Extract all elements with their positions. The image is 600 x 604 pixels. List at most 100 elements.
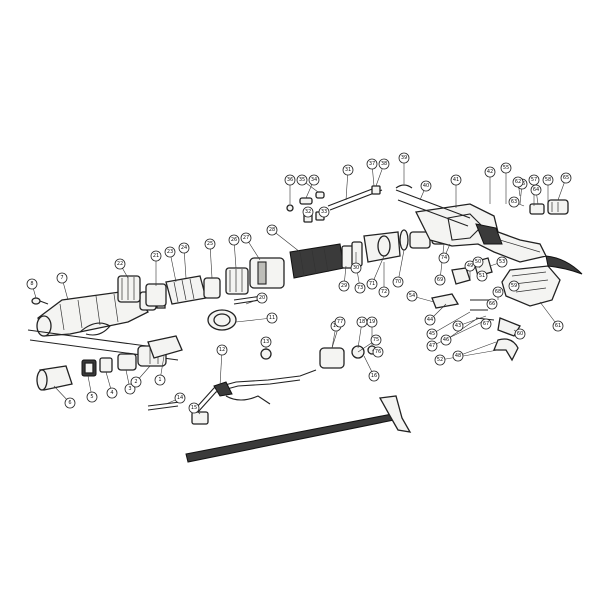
callout-27: 27 xyxy=(240,232,252,244)
washer-part-71 xyxy=(399,229,409,251)
callout-circle xyxy=(56,272,68,284)
callout-20: 20 xyxy=(256,292,268,304)
callout-circle xyxy=(114,258,126,270)
callout-55: 55 xyxy=(500,162,512,174)
callout-number: 24 xyxy=(181,245,187,251)
callout-number: 39 xyxy=(401,155,407,161)
callout-number: 47 xyxy=(429,343,435,349)
screw-part-34 xyxy=(299,197,313,205)
callout-circle xyxy=(216,344,228,356)
callout-circle xyxy=(318,206,330,218)
wire-clip xyxy=(79,322,111,336)
callout-circle xyxy=(164,246,176,258)
callout-circle xyxy=(452,320,464,332)
callout-36: 36 xyxy=(284,174,296,186)
gear-part-26 xyxy=(225,267,249,295)
callout-circle xyxy=(240,232,252,244)
callout-23: 23 xyxy=(164,246,176,258)
callout-54: 54 xyxy=(406,290,418,302)
callout-circle xyxy=(508,280,520,292)
callout-18: 18 xyxy=(356,316,368,328)
callout-circle xyxy=(284,174,296,186)
trigger-curve-part-62 xyxy=(545,255,583,275)
callout-45: 45 xyxy=(426,328,438,340)
pin-part-8 xyxy=(31,297,49,305)
callout-73: 73 xyxy=(354,282,366,294)
callout-57: 57 xyxy=(528,174,540,186)
callout-75: 75 xyxy=(370,334,382,346)
valve-body-part-22 xyxy=(117,275,141,303)
callout-74: 74 xyxy=(438,252,450,264)
callout-number: 14 xyxy=(177,395,183,401)
callout-circle xyxy=(368,370,380,382)
leader-line-70 xyxy=(397,249,405,283)
callout-12: 12 xyxy=(216,344,228,356)
housing-part-72 xyxy=(363,231,401,263)
callout-34: 34 xyxy=(308,174,320,186)
callout-number: 16 xyxy=(371,373,377,379)
trigger-part-43 xyxy=(493,338,519,362)
callout-circle xyxy=(266,312,278,324)
callout-circle xyxy=(26,278,38,290)
callout-4: 4 xyxy=(106,387,118,399)
callout-14: 14 xyxy=(174,392,186,404)
cylinder-part-77 xyxy=(319,347,345,369)
callout-77: 77 xyxy=(334,316,346,328)
callout-39: 39 xyxy=(398,152,410,164)
callout-46: 46 xyxy=(440,334,452,346)
callout-29: 29 xyxy=(338,280,350,292)
callout-circle xyxy=(266,224,278,236)
callout-48: 48 xyxy=(452,350,464,362)
chuck-part-1 xyxy=(147,335,183,359)
callout-number: 57 xyxy=(531,177,537,183)
callout-8: 8 xyxy=(26,278,38,290)
callout-number: 7 xyxy=(60,275,63,281)
callout-circle xyxy=(440,334,452,346)
callout-number: 40 xyxy=(423,183,429,189)
callout-circle xyxy=(434,274,446,286)
callout-circle xyxy=(366,278,378,290)
callout-circle xyxy=(452,350,464,362)
screw-part-35 xyxy=(315,191,325,199)
callout-number: 2 xyxy=(134,379,137,385)
long-rod-tool xyxy=(185,395,412,463)
callout-circle xyxy=(378,286,390,298)
callout-61: 61 xyxy=(552,320,564,332)
callout-42: 42 xyxy=(484,166,496,178)
callout-circle xyxy=(124,383,136,395)
callout-number: 64 xyxy=(533,187,539,193)
callout-circle xyxy=(512,176,524,188)
callout-number: 44 xyxy=(427,317,433,323)
callout-6: 6 xyxy=(64,397,76,409)
callout-3: 3 xyxy=(124,383,136,395)
callout-72: 72 xyxy=(378,286,390,298)
callout-number: 5 xyxy=(90,394,93,400)
callout-number: 17 xyxy=(333,323,339,329)
bracket-part-54 xyxy=(431,293,460,309)
callout-circle xyxy=(150,250,162,262)
callout-59: 59 xyxy=(508,280,520,292)
callout-76: 76 xyxy=(372,346,384,358)
callout-circle xyxy=(500,162,512,174)
callout-40: 40 xyxy=(420,180,432,192)
callout-number: 38 xyxy=(381,161,387,167)
callout-16: 16 xyxy=(368,370,380,382)
callout-22: 22 xyxy=(114,258,126,270)
callout-number: 21 xyxy=(153,253,159,259)
callout-circle xyxy=(260,336,272,348)
callout-number: 37 xyxy=(369,161,375,167)
callout-circle xyxy=(426,328,438,340)
callout-number: 31 xyxy=(345,167,351,173)
cylinder-part-24 xyxy=(165,275,207,305)
callout-60: 60 xyxy=(514,328,526,340)
callout-number: 6 xyxy=(68,400,71,406)
callout-68: 68 xyxy=(492,286,504,298)
callout-number: 18 xyxy=(359,319,365,325)
callout-number: 3 xyxy=(128,386,131,392)
callout-number: 51 xyxy=(479,273,485,279)
callout-circle xyxy=(424,314,436,326)
callout-circle xyxy=(64,397,76,409)
callout-number: 59 xyxy=(511,283,517,289)
